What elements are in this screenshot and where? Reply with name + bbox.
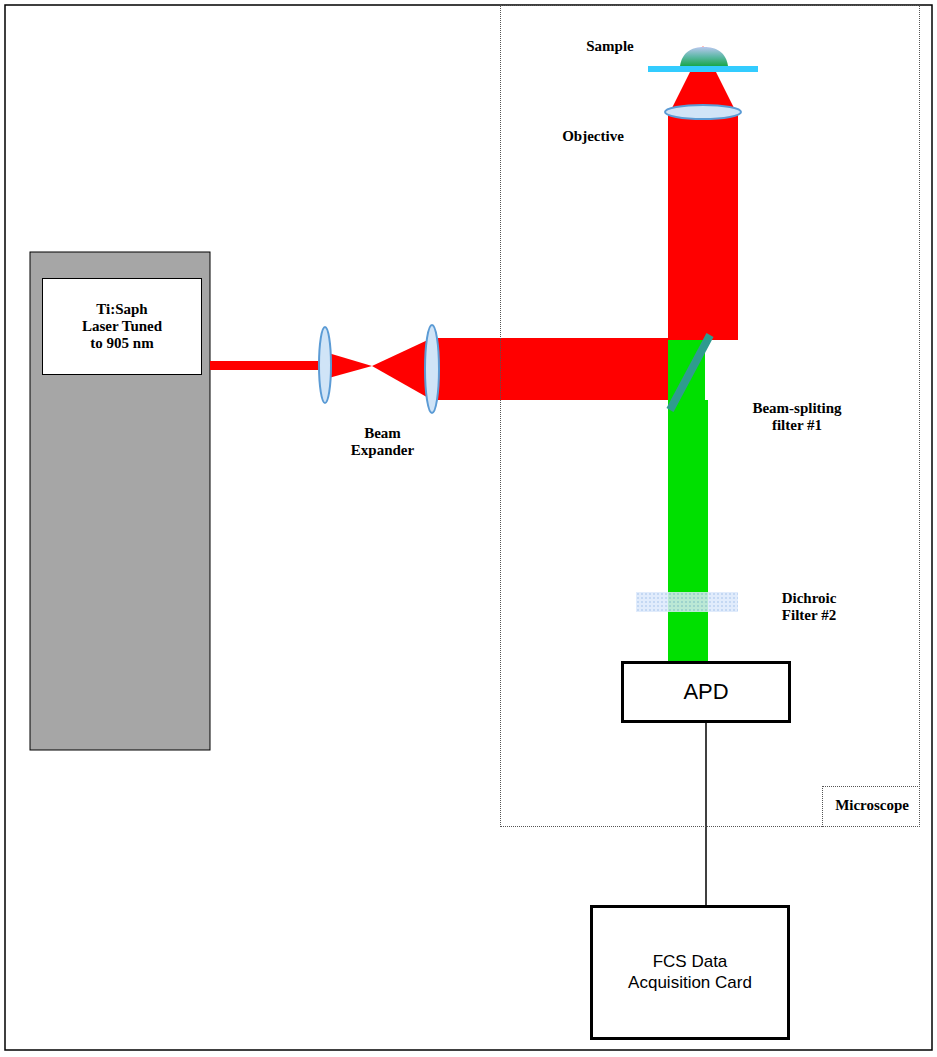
node-text: APD	[683, 679, 728, 705]
beam-expander-label: Beam Expander	[345, 425, 420, 460]
daq-card-box: FCS Data Acquisition Card	[590, 905, 790, 1040]
beam-splitter-label: Beam-spliting filter #1	[738, 400, 856, 435]
node-text: Microscope	[822, 786, 920, 827]
objective-label: Objective	[548, 128, 638, 145]
dichroic-filter-label: Dichroic Filter #2	[768, 590, 850, 625]
sample-label: Sample	[575, 38, 645, 55]
node-text: FCS Data Acquisition Card	[625, 952, 755, 993]
apd-detector: APD	[621, 661, 791, 723]
signal-cable	[706, 723, 707, 905]
laser-label-box: Ti:Saph Laser Tuned to 905 nm	[42, 278, 202, 375]
node-text: Ti:Saph Laser Tuned to 905 nm	[79, 301, 165, 353]
